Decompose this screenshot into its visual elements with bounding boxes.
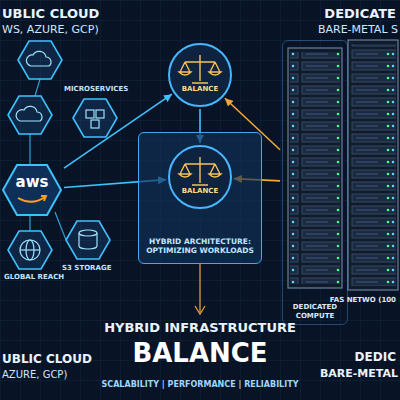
- compute-rack-group: DEDICATED COMPUTE: [282, 40, 348, 325]
- link-line: [55, 212, 66, 240]
- circle-outline: [168, 43, 232, 107]
- server-rack: [348, 40, 398, 290]
- circle-shape: [169, 146, 231, 208]
- server-rack: [288, 48, 342, 288]
- panel-caption: HYBRID ARCHITECTURE: OPTIMIZING WORKLOAD…: [143, 237, 257, 255]
- region-subheading: BARE-METAL S: [318, 23, 398, 36]
- region-heading: BARE-METAL: [320, 367, 398, 380]
- scale-icon: [179, 55, 221, 83]
- hexagon: [8, 231, 52, 269]
- region-subheading: AZURE, GCP): [2, 369, 67, 381]
- hexagon: [8, 96, 52, 134]
- scale-icon: [179, 157, 221, 185]
- region-heading: UBLIC CLOUD: [2, 6, 99, 22]
- circle-outline: [168, 145, 232, 209]
- server-racks: [288, 40, 398, 290]
- service-label: S3 STORAGE: [62, 264, 111, 272]
- server-slots: [290, 52, 340, 284]
- balance-circle: BALANCE: [168, 43, 232, 107]
- circle-shape: [169, 44, 231, 106]
- service-label: GLOBAL REACH: [4, 273, 64, 281]
- hexagon-shape: [3, 165, 61, 215]
- diagram-title: HYBRID INFRASTRUCTURE: [0, 320, 400, 336]
- region-subheading: WS, AZURE, GCP): [2, 23, 99, 36]
- flow-arrowhead: [195, 306, 205, 314]
- hexagon-cluster: [8, 41, 117, 269]
- scale-lines: [179, 55, 221, 83]
- balance-circle: BALANCE: [168, 145, 232, 209]
- globe-icon: [20, 249, 40, 250]
- diagram-caption: SCALABILITY | PERFORMANCE | RELIABILITY: [0, 380, 400, 390]
- hexagon: [18, 41, 62, 79]
- cloud-icon: [26, 51, 51, 66]
- node-label: BALANCE: [182, 85, 218, 93]
- node-label: DEDICATED COMPUTE: [286, 303, 344, 320]
- node-label: aws: [16, 173, 49, 191]
- link-line: [29, 134, 30, 164]
- link-line: [35, 79, 40, 96]
- cloud-icon: [16, 106, 42, 121]
- storage-icon: [79, 233, 97, 249]
- flow-line: [199, 264, 200, 312]
- smile-mark: [18, 196, 46, 202]
- server-slots: [350, 44, 396, 286]
- cube-icon: [96, 110, 104, 118]
- architecture-panel: HYBRID ARCHITECTURE: OPTIMIZING WORKLOAD…: [138, 132, 262, 264]
- network-label: FAS NETWO (100: [330, 296, 396, 304]
- region-heading: DEDICATE: [324, 6, 396, 22]
- scale-lines: [179, 157, 221, 185]
- region-heading: UBLIC CLOUD: [2, 352, 92, 366]
- hex-icons: [16, 51, 104, 260]
- node-label: BALANCE: [182, 187, 218, 195]
- hexagon: [73, 99, 117, 137]
- cube-icon: [91, 120, 99, 128]
- cloud-hexagon: aws: [2, 164, 62, 216]
- region-heading: DEDIC: [355, 350, 396, 364]
- globe-icon: [20, 240, 40, 260]
- service-label: MICROSERVICES: [64, 85, 128, 93]
- cube-icon: [86, 110, 94, 118]
- link-line: [29, 216, 30, 231]
- storage-icon: [79, 230, 97, 236]
- hexagon: [66, 221, 110, 259]
- decor-lines: [195, 264, 205, 314]
